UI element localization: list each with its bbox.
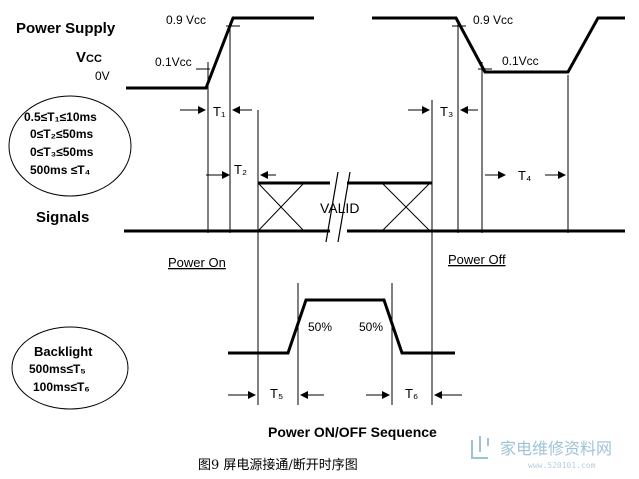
signals-label: Signals bbox=[36, 209, 89, 226]
constraint-t5: 500ms≤T₅ bbox=[29, 362, 86, 376]
watermark: 家电维修资料网 www.520101.com bbox=[471, 436, 612, 470]
backlight-label: Backlight bbox=[34, 344, 93, 359]
dimension-arrows bbox=[180, 106, 566, 399]
t2-label: T₂ bbox=[234, 162, 247, 177]
power-supply-label: Power Supply bbox=[16, 20, 116, 37]
constraint-t6: 100ms≤T₆ bbox=[33, 380, 90, 394]
valid-label: VALID bbox=[320, 200, 359, 216]
power-supply-waveform bbox=[126, 16, 625, 90]
watermark-text: 家电维修资料网 bbox=[500, 439, 612, 458]
power-off-label: Power Off bbox=[448, 252, 506, 267]
signals-waveform bbox=[124, 171, 625, 243]
vcc-label: VCC bbox=[76, 49, 102, 66]
vcc-90-right-label: 0.9 Vcc bbox=[473, 13, 513, 27]
figure-caption: 图9 屏电源接通/断开时序图 bbox=[198, 457, 358, 473]
constraint-t3: 0≤T₃≤50ms bbox=[30, 145, 94, 159]
watermark-url: www.520101.com bbox=[528, 461, 596, 470]
power-on-label: Power On bbox=[168, 255, 226, 270]
percent-right-label: 50% bbox=[359, 320, 383, 334]
backlight-waveform bbox=[228, 298, 455, 355]
zero-v-label: 0V bbox=[95, 69, 110, 83]
percent-left-label: 50% bbox=[308, 320, 332, 334]
t5-label: T₅ bbox=[270, 386, 283, 401]
constraint-t2: 0≤T₂≤50ms bbox=[30, 127, 94, 141]
backlight-constraints-ellipse bbox=[11, 326, 129, 410]
constraint-t4: 500ms ≤T₄ bbox=[30, 163, 91, 177]
vcc-10-left-label: 0.1Vcc bbox=[155, 55, 192, 69]
t6-label: T₆ bbox=[405, 386, 418, 401]
diagram-title: Power ON/OFF Sequence bbox=[268, 424, 437, 440]
timing-constraints-ellipse bbox=[8, 95, 132, 197]
t4-label: T₄ bbox=[518, 168, 531, 183]
t3-label: T₃ bbox=[440, 104, 453, 119]
timing-reference-lines bbox=[207, 22, 569, 405]
watermark-logo-icon bbox=[471, 436, 489, 459]
vcc-10-right-label: 0.1Vcc bbox=[502, 54, 539, 68]
constraint-t1: 0.5≤T₁≤10ms bbox=[24, 110, 97, 124]
vcc-90-left-label: 0.9 Vcc bbox=[166, 13, 206, 27]
t1-label: T₁ bbox=[213, 104, 226, 119]
